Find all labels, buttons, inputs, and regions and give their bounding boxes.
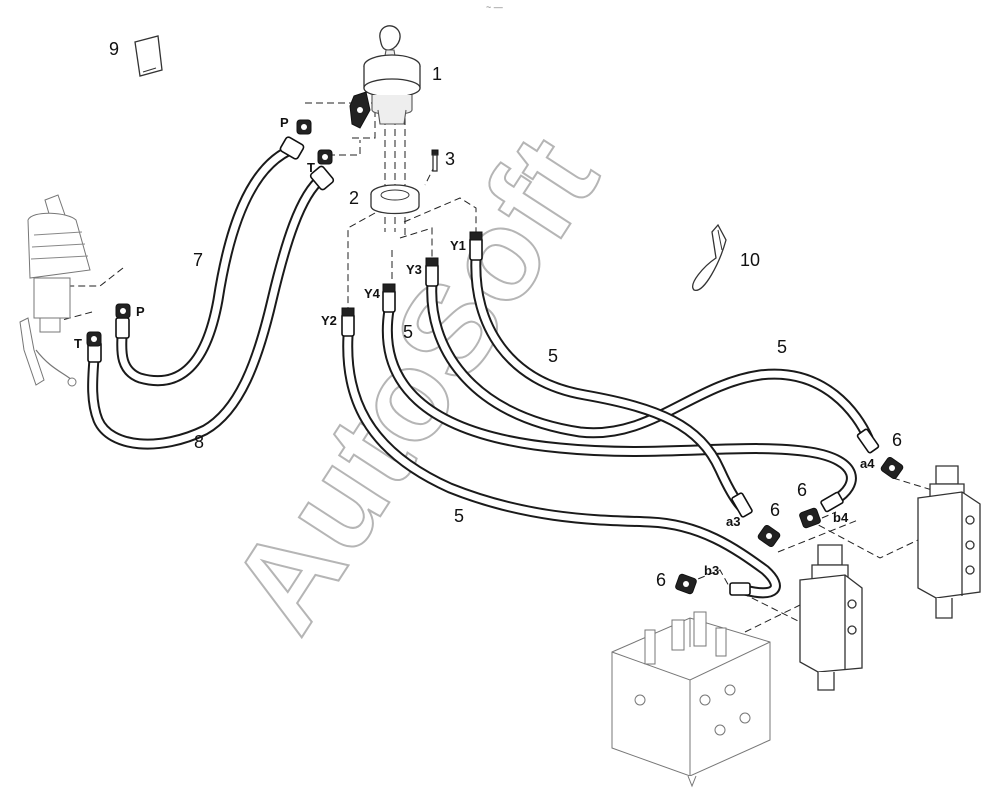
callout-6-d: 6 [656,570,666,590]
callout-6-c: 6 [770,500,780,520]
port-label-y1: Y1 [450,238,466,253]
port-label-t-top: T [307,160,315,175]
callout-10: 10 [740,250,760,270]
callout-1: 1 [432,64,442,84]
screw [431,149,439,172]
callout-6-b: 6 [797,480,807,500]
port-label-b3: b3 [704,563,719,578]
left-joystick [19,194,91,387]
port-label-y4: Y4 [364,286,381,301]
callout-numbers: 9 1 3 2 7 8 5 5 5 5 6 6 6 6 10 [109,39,902,590]
port-label-a3: a3 [726,514,740,529]
port-labels: P T P T Y1 Y3 Y4 Y2 a4 b4 a3 b3 [74,115,875,578]
joystick-valve [349,25,421,129]
callout-9: 9 [109,39,119,59]
port-label-b4: b4 [833,510,849,525]
valve-cartridge-middle [799,544,863,691]
cable-tie [692,223,727,291]
callout-6-a: 6 [892,430,902,450]
callout-2: 2 [349,188,359,208]
callout-5-d: 5 [454,506,464,526]
port-label-t-left: T [74,336,82,351]
callout-8: 8 [194,432,204,452]
port-label-p-left: P [136,304,145,319]
callout-5-c: 5 [777,337,787,357]
port-label-a4: a4 [860,456,875,471]
port-label-y2: Y2 [321,313,337,328]
callout-7: 7 [193,250,203,270]
mounting-ring [370,184,420,215]
hoses [87,142,874,599]
valve-cartridge-right [917,465,981,619]
callout-3: 3 [445,149,455,169]
port-label-y3: Y3 [406,262,422,277]
callout-5-b: 5 [548,346,558,366]
hose-fittings [86,119,904,596]
instruction-sheet [134,35,163,77]
top-mark: ~ — [486,2,503,12]
callout-5-a: 5 [403,322,413,342]
port-label-p-top: P [280,115,289,130]
distributor-block [611,611,771,788]
